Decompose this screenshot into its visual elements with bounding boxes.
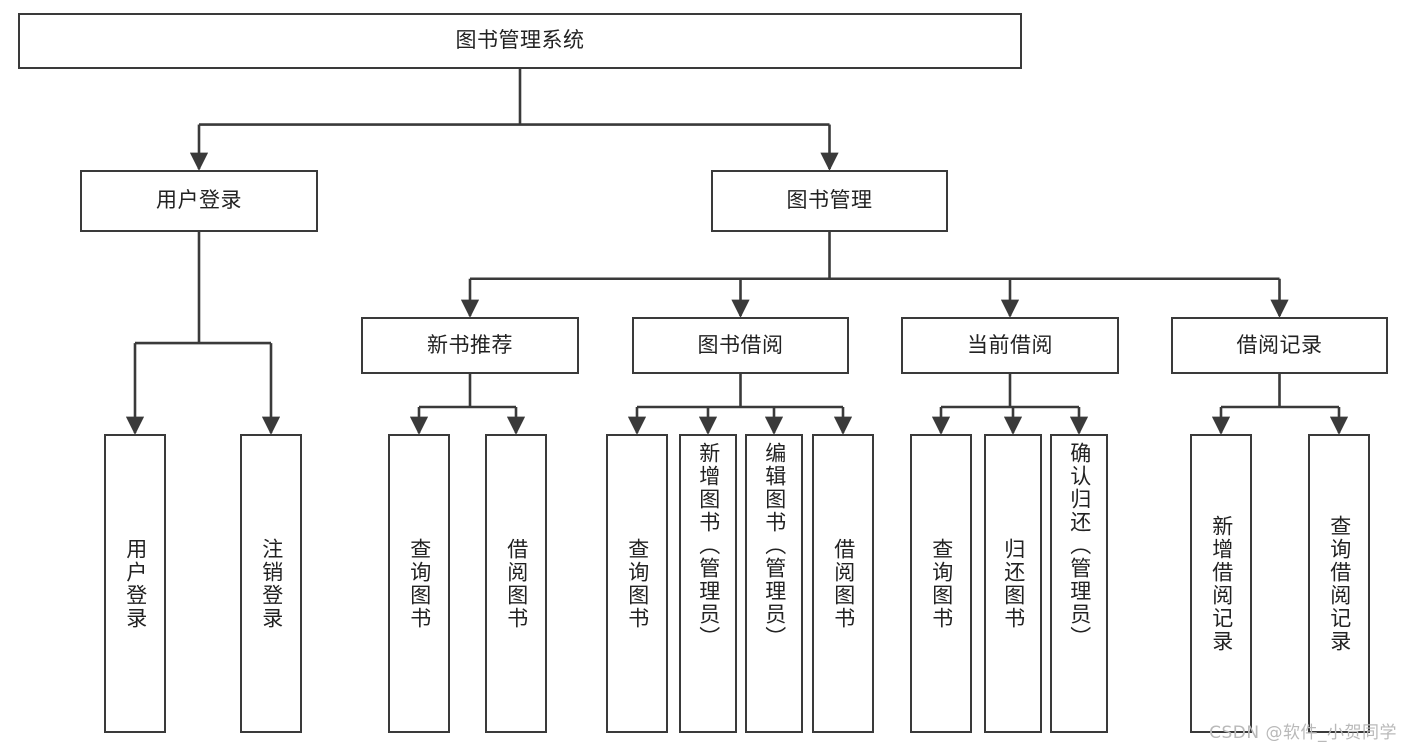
node-label: 图书管理 — [786, 188, 873, 213]
node-newbook[interactable]: 新书推荐 — [361, 317, 579, 374]
node-label: 用户登录 — [156, 188, 242, 213]
node-label: 新增借阅记录 — [1209, 514, 1234, 653]
node-leaf-cur-1[interactable]: 查询图书 — [910, 434, 972, 733]
node-leaf-login-1[interactable]: 用户登录 — [104, 434, 166, 733]
node-bookmgmt[interactable]: 图书管理 — [711, 170, 948, 232]
node-leaf-cur-3[interactable]: 确认归还（管理员） — [1050, 434, 1108, 733]
node-leaf-borrow-4[interactable]: 借阅图书 — [812, 434, 874, 733]
node-label: 新增图书（管理员） — [696, 442, 721, 649]
node-current[interactable]: 当前借阅 — [901, 317, 1119, 374]
node-leaf-borrow-3[interactable]: 编辑图书（管理员） — [745, 434, 803, 733]
node-label: 当前借阅 — [967, 332, 1053, 357]
node-leaf-new-1[interactable]: 查询图书 — [388, 434, 450, 733]
node-label: 归还图书 — [1001, 537, 1026, 630]
node-label: 图书借阅 — [697, 332, 784, 357]
node-label: 借阅记录 — [1236, 332, 1323, 357]
node-label: 查询借阅记录 — [1327, 514, 1352, 653]
node-leaf-new-2[interactable]: 借阅图书 — [485, 434, 547, 733]
node-label: 查询图书 — [929, 537, 954, 630]
node-leaf-login-2[interactable]: 注销登录 — [240, 434, 302, 733]
node-root[interactable]: 图书管理系统 — [18, 13, 1022, 69]
node-label: 新书推荐 — [427, 332, 513, 357]
node-borrow[interactable]: 图书借阅 — [632, 317, 849, 374]
node-label: 用户登录 — [123, 537, 148, 630]
node-leaf-borrow-2[interactable]: 新增图书（管理员） — [679, 434, 737, 733]
node-records[interactable]: 借阅记录 — [1171, 317, 1388, 374]
node-label: 注销登录 — [259, 537, 284, 630]
node-label: 查询图书 — [625, 537, 650, 630]
node-leaf-rec-2[interactable]: 查询借阅记录 — [1308, 434, 1370, 733]
node-label: 编辑图书（管理员） — [762, 442, 787, 649]
node-login[interactable]: 用户登录 — [80, 170, 318, 232]
node-label: 借阅图书 — [831, 537, 856, 630]
node-label: 确认归还（管理员） — [1067, 442, 1092, 649]
watermark-text: CSDN @软件_小贺同学 — [1209, 723, 1397, 743]
node-label: 图书管理系统 — [455, 28, 585, 53]
node-leaf-rec-1[interactable]: 新增借阅记录 — [1190, 434, 1252, 733]
node-label: 借阅图书 — [504, 537, 529, 630]
node-leaf-cur-2[interactable]: 归还图书 — [984, 434, 1042, 733]
node-leaf-borrow-1[interactable]: 查询图书 — [606, 434, 668, 733]
node-label: 查询图书 — [407, 537, 432, 630]
